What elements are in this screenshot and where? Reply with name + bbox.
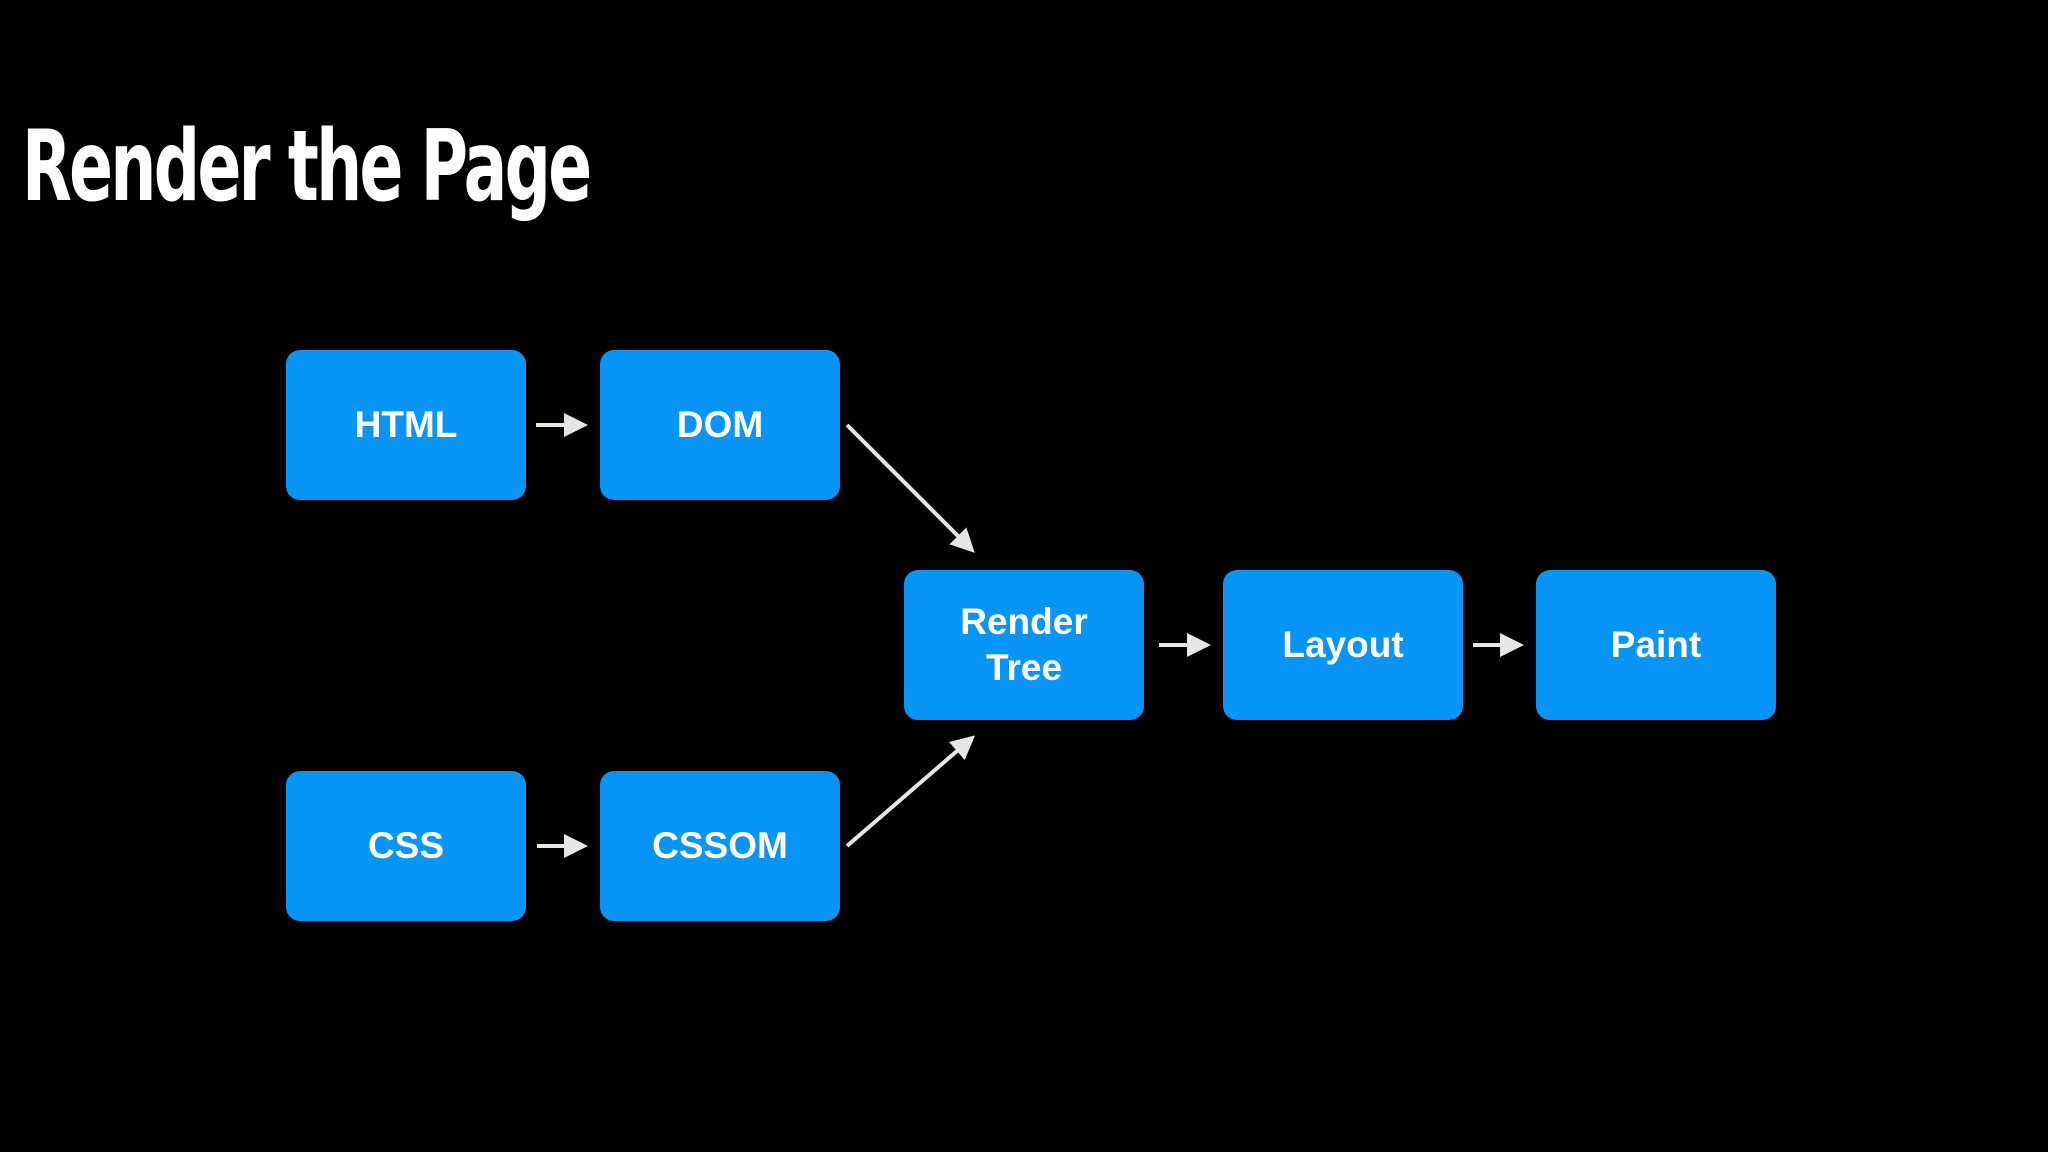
node-dom-label: DOM <box>676 404 764 445</box>
arrow-cssom-to-render-tree <box>845 735 976 848</box>
arrow-dom-to-render-tree <box>845 423 975 553</box>
node-paint: Paint <box>1536 570 1776 720</box>
node-dom: DOM <box>600 350 840 500</box>
node-html-label: HTML <box>354 404 458 445</box>
node-render-tree: Render Tree <box>904 570 1144 720</box>
node-paint-label: Paint <box>1610 624 1702 665</box>
node-css: CSS <box>286 771 526 921</box>
node-cssom: CSSOM <box>600 771 840 921</box>
node-css-label: CSS <box>367 825 445 866</box>
slide-title: Render the Page <box>22 110 592 224</box>
node-render-tree-label: Render Tree <box>960 601 1088 688</box>
node-html: HTML <box>286 350 526 500</box>
node-layout-label: Layout <box>1282 624 1404 665</box>
node-cssom-label: CSSOM <box>652 825 788 866</box>
node-layout: Layout <box>1223 570 1463 720</box>
